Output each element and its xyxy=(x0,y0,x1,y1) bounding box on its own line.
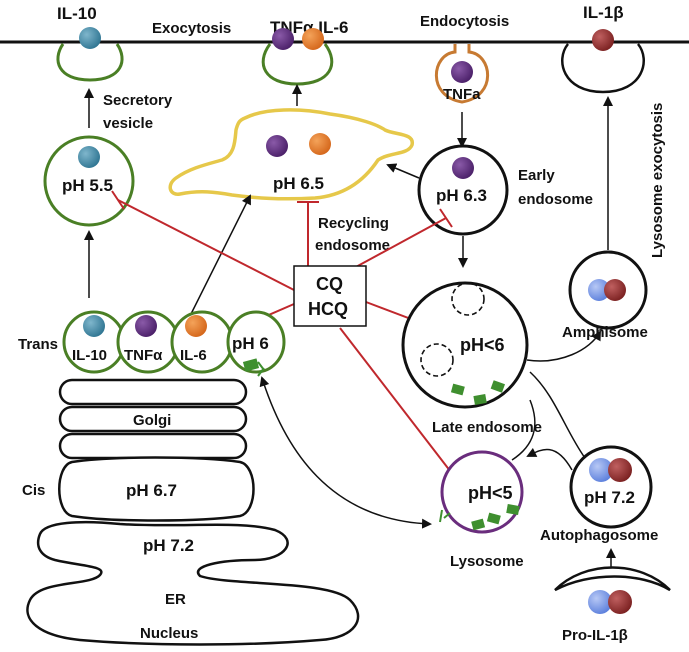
label-early-line1: Early xyxy=(518,167,555,184)
il10-molecule-golgi xyxy=(83,315,105,337)
label-il1b-top: IL-1β xyxy=(583,3,624,22)
label-trans: Trans xyxy=(18,336,58,353)
arrow-late-to-amphisome xyxy=(526,330,601,362)
il6-molecule-recycling xyxy=(309,133,331,155)
lysosome-granules xyxy=(471,504,520,531)
label-lysosome: Lysosome xyxy=(450,553,524,570)
label-endocytosis: Endocytosis xyxy=(420,13,509,30)
label-ph-lysosome: pH<5 xyxy=(468,483,513,503)
il6-molecule-golgi xyxy=(185,315,207,337)
label-lysosome-exocytosis: Lysosome exocytosis xyxy=(649,103,666,258)
label-nucleus: Nucleus xyxy=(140,625,198,642)
label-amphisome: Amphisome xyxy=(562,324,648,341)
label-recycling-line2: endosome xyxy=(315,237,390,254)
label-autophagosome: Autophagosome xyxy=(540,527,658,544)
endocytosis-pit xyxy=(435,44,489,104)
v-atpase-lysosome-icon xyxy=(439,509,451,523)
label-ph-late: pH<6 xyxy=(460,335,505,355)
late-endosome-granules xyxy=(450,380,506,405)
line-late-to-lysosome-merge xyxy=(511,399,536,461)
pro-il1b-blue-autophagosome xyxy=(589,458,613,482)
recycling-endosome xyxy=(168,108,414,201)
phagophore xyxy=(554,566,671,592)
label-ph-recycling: pH 6.5 xyxy=(273,174,324,193)
il1b-molecule-autophagosome xyxy=(608,458,632,482)
label-trans-il10: IL-10 xyxy=(72,347,107,364)
arrow-golgi-to-recycling xyxy=(189,194,251,317)
exocytosis-pocket-il10 xyxy=(56,43,124,82)
autophagosome xyxy=(569,445,653,529)
label-tnfa-endo: TNFa xyxy=(443,86,481,103)
arrow-early-to-recycling xyxy=(386,163,420,179)
label-hcq: HCQ xyxy=(308,299,348,319)
label-ph-autophagosome: pH 7.2 xyxy=(584,488,635,507)
trans-golgi-network xyxy=(62,310,286,374)
pro-il1b-red xyxy=(608,590,632,614)
lysosome xyxy=(440,450,524,534)
il10-molecule-secreted xyxy=(79,27,101,49)
v-atpase-golgi-icon xyxy=(242,358,260,372)
endoplasmic-reticulum xyxy=(26,520,360,646)
label-er: ER xyxy=(165,591,186,608)
label-ph-early: pH 6.3 xyxy=(436,186,487,205)
label-pro-il1b: Pro-IL-1β xyxy=(562,627,628,644)
label-ph-er: pH 7.2 xyxy=(143,536,194,555)
arrow-autophagosome-to-lysosome xyxy=(526,447,573,471)
label-exocytosis: Exocytosis xyxy=(152,20,231,37)
tnfa-molecule-early xyxy=(452,157,474,179)
secretory-vesicle xyxy=(43,135,135,227)
label-trans-tnfa: TNFα xyxy=(124,347,163,364)
il6-molecule-secreted xyxy=(302,28,324,50)
lysosome-exocytosis-pocket xyxy=(561,43,645,94)
intraluminal-vesicle-1 xyxy=(451,282,485,316)
label-golgi: Golgi xyxy=(133,412,171,429)
label-cis: Cis xyxy=(22,482,45,499)
label-trans-il6: IL-6 xyxy=(180,347,207,364)
cis-golgi xyxy=(58,456,255,522)
il10-molecule-vesicle xyxy=(78,146,100,168)
il1b-molecule-secreted xyxy=(592,29,614,51)
tnfa-molecule-secreted xyxy=(272,28,294,50)
label-late-endosome: Late endosome xyxy=(432,419,542,436)
label-ph-golgi-trans: pH 6 xyxy=(232,334,269,353)
label-secretory-line1: Secretory xyxy=(103,92,173,109)
label-ph-golgi-cis: pH 6.7 xyxy=(126,481,177,500)
label-recycling-line1: Recycling xyxy=(318,215,389,232)
cq-hcq-box xyxy=(293,265,367,327)
tnfa-molecule-recycling xyxy=(266,135,288,157)
label-ph-secretory: pH 5.5 xyxy=(62,176,113,195)
golgi-stack xyxy=(58,378,248,460)
arrow-golgi-lysosome xyxy=(259,376,432,529)
line-autophagosome-to-late xyxy=(529,371,586,459)
pro-il1b-blue-amphisome xyxy=(588,279,610,301)
il1b-molecule-amphisome xyxy=(604,279,626,301)
exocytosis-pocket-tnfa-il6 xyxy=(261,43,334,86)
pro-il1b-blue xyxy=(588,590,612,614)
label-secretory-line2: vesicle xyxy=(103,115,153,132)
label-early-line2: endosome xyxy=(518,191,593,208)
label-il10-top: IL-10 xyxy=(57,4,97,23)
v-atpase-golgi-stalk xyxy=(257,361,265,377)
tnfa-molecule-golgi xyxy=(135,315,157,337)
label-cq: CQ xyxy=(316,274,343,294)
intraluminal-vesicle-2 xyxy=(420,343,454,377)
tnfa-molecule-endocytosed xyxy=(451,61,473,83)
